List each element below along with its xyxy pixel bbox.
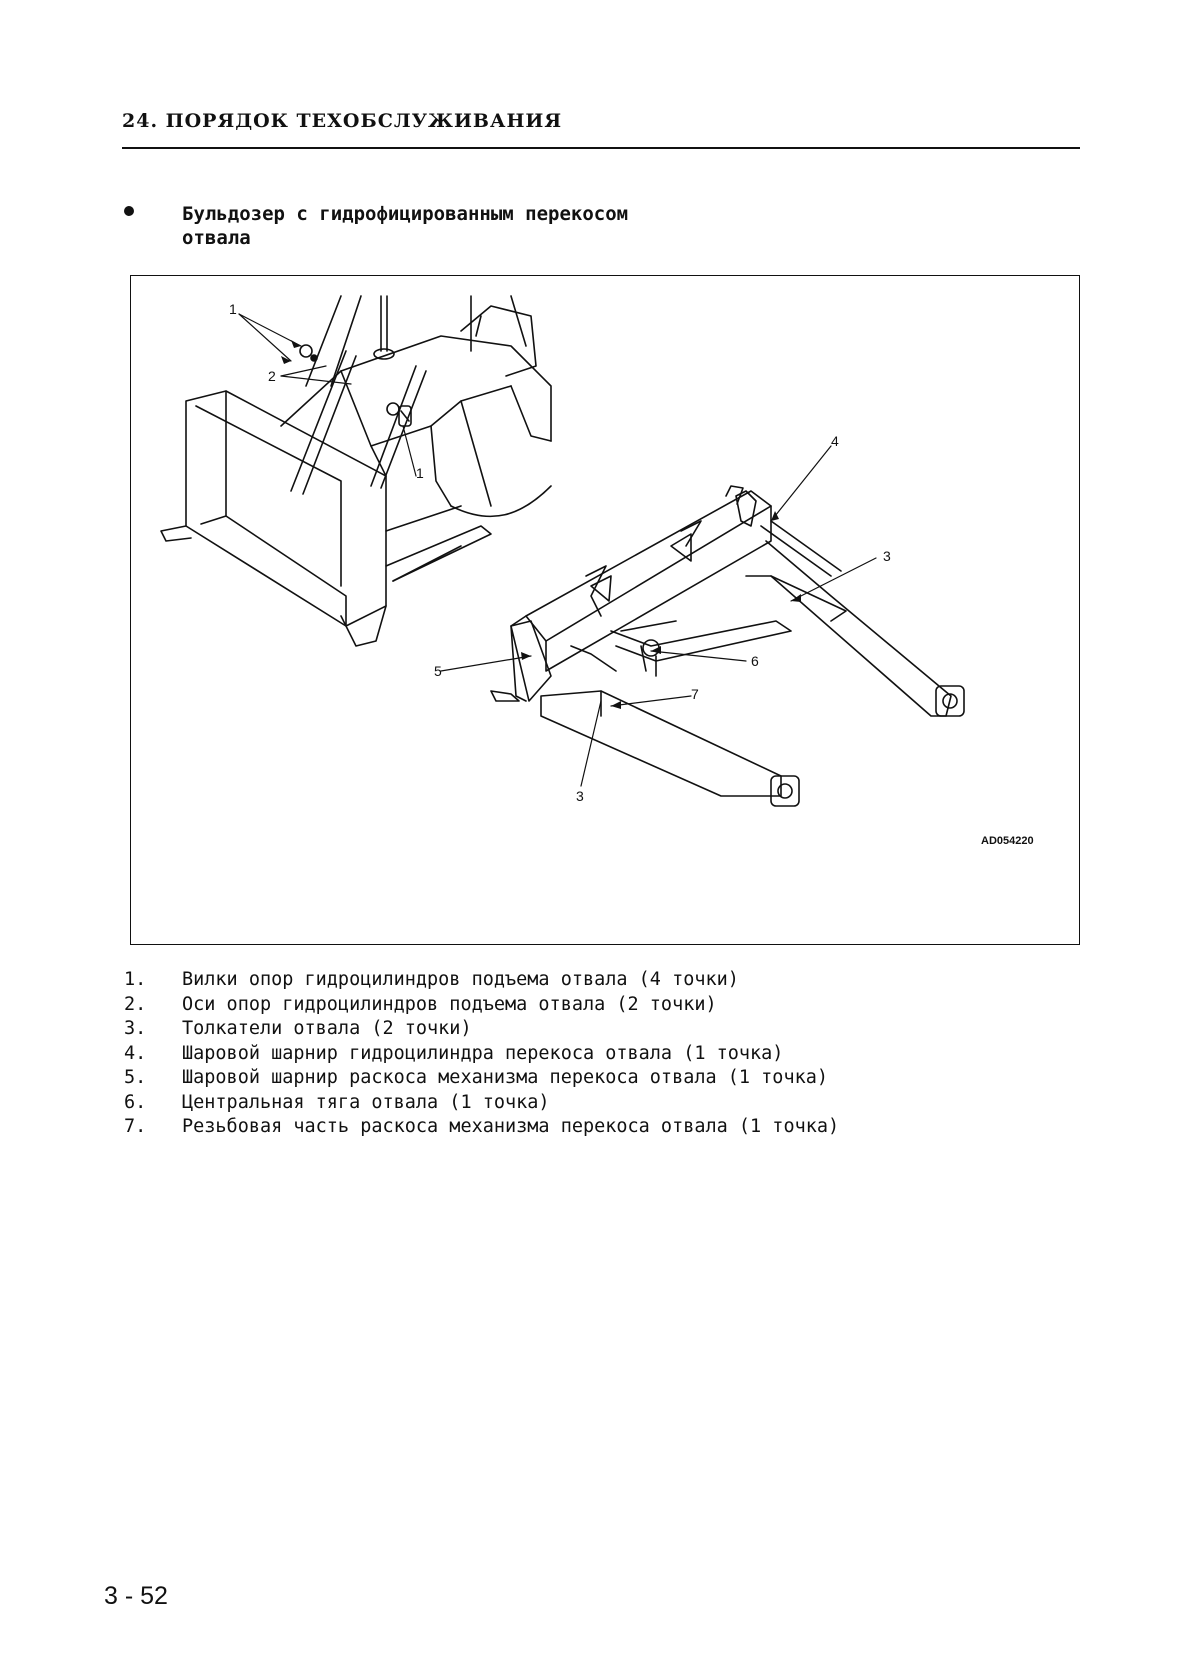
page-header-title: 24. ПОРЯДОК ТЕХОБСЛУЖИВАНИЯ [122,110,563,132]
legend-item: 3. Толкатели отвала (2 точки) [124,1017,839,1042]
legend-item: 6. Центральная тяга отвала (1 точка) [124,1091,839,1116]
figure-code: AD054220 [981,835,1034,847]
callout-7: 7 [691,686,699,702]
callout-4: 4 [831,433,839,449]
legend-item: 4. Шаровой шарнир гидроцилиндра перекоса… [124,1042,839,1067]
legend-item: 5. Шаровой шарнир раскоса механизма пере… [124,1066,839,1091]
bulldozer-front-view [160,295,552,647]
section-subtitle: Бульдозер с гидрофицированным перекосом … [182,202,628,250]
callout-arrowheads [281,340,801,709]
callout-1-top: 1 [229,301,237,317]
bullet-icon [124,206,134,216]
callout-leaders [238,313,877,787]
bulldozer-figure: 1 2 1 4 3 5 6 7 3 AD054220 [130,275,1080,945]
legend-item-number: 5. [124,1067,147,1088]
subtitle-line-1: Бульдозер с гидрофицированным перекосом [182,203,629,225]
legend-item-text: Толкатели отвала (2 точки) [182,1018,472,1039]
blade-linkage-view [490,485,965,807]
callout-3-bottom: 3 [576,788,584,804]
legend-item: 1. Вилки опор гидроцилиндров подъема отв… [124,968,839,993]
callout-1-bottom: 1 [416,465,424,481]
bulldozer-illustration: 1 2 1 4 3 5 6 7 3 AD054220 [160,295,1034,847]
header-rule [122,147,1080,149]
legend-item-text: Резьбовая часть раскоса механизма переко… [182,1116,840,1137]
legend-item-text: Вилки опор гидроцилиндров подъема отвала… [182,969,739,990]
legend-item-text: Оси опор гидроцилиндров подъема отвала (… [182,993,717,1015]
legend-item: 2. Оси опор гидроцилиндров подъема отвал… [124,993,839,1018]
legend-item: 7. Резьбовая часть раскоса механизма пер… [124,1115,839,1140]
legend-item-number: 2. [124,993,147,1015]
legend-item-text: Центральная тяга отвала (1 точка) [182,1091,550,1113]
legend-item-text: Шаровой шарнир раскоса механизма перекос… [182,1067,829,1088]
callout-6: 6 [751,653,759,669]
legend-item-number: 1. [124,969,147,990]
legend-item-number: 7. [124,1116,147,1137]
callout-5: 5 [434,663,442,679]
callout-2: 2 [268,368,276,384]
legend-item-number: 3. [124,1018,147,1039]
legend-item-text: Шаровой шарнир гидроцилиндра перекоса от… [182,1042,784,1064]
legend-list: 1. Вилки опор гидроцилиндров подъема отв… [124,968,839,1140]
legend-item-number: 6. [124,1091,147,1113]
legend-item-number: 4. [124,1042,147,1064]
page-number: 3 - 52 [104,1582,168,1610]
callout-3-right: 3 [883,548,891,564]
subtitle-line-2: отвала [182,227,251,249]
